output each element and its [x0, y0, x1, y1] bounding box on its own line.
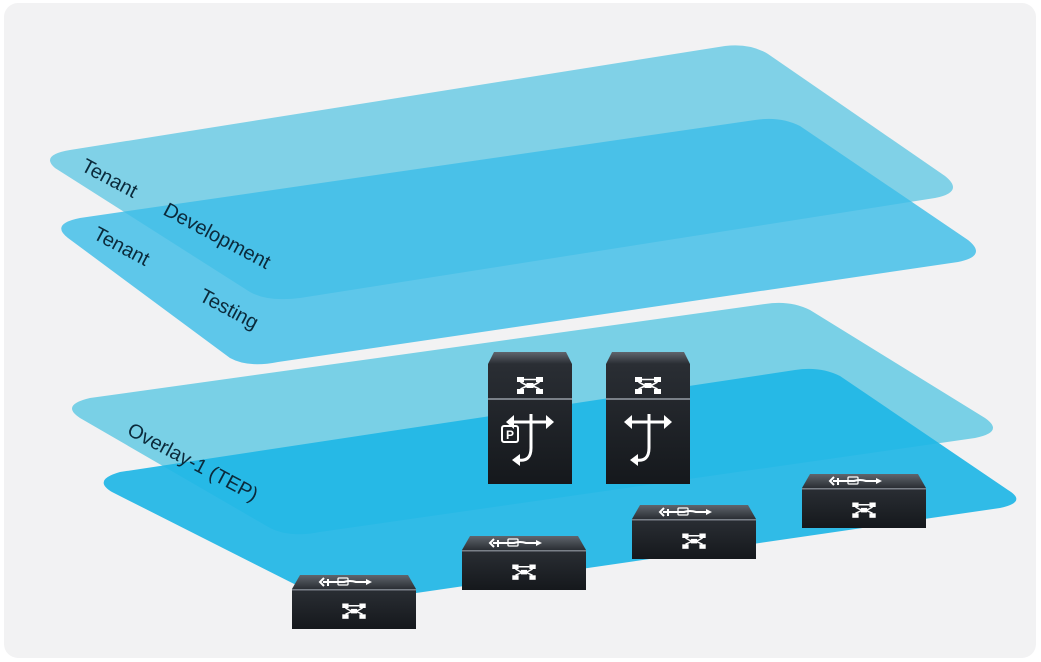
spine-switch-icon [606, 352, 690, 484]
tenant-testing-plane [61, 118, 976, 365]
leaf-switch-icon [802, 474, 926, 528]
leaf-switch-icon [462, 536, 586, 590]
leaf-switch-icon [632, 505, 756, 559]
overlay-lower-plane [103, 368, 1017, 603]
leaf-switch-icon [292, 575, 416, 629]
spine-switch-icon-with-p: P [488, 352, 572, 484]
svg-text:P: P [506, 428, 514, 442]
